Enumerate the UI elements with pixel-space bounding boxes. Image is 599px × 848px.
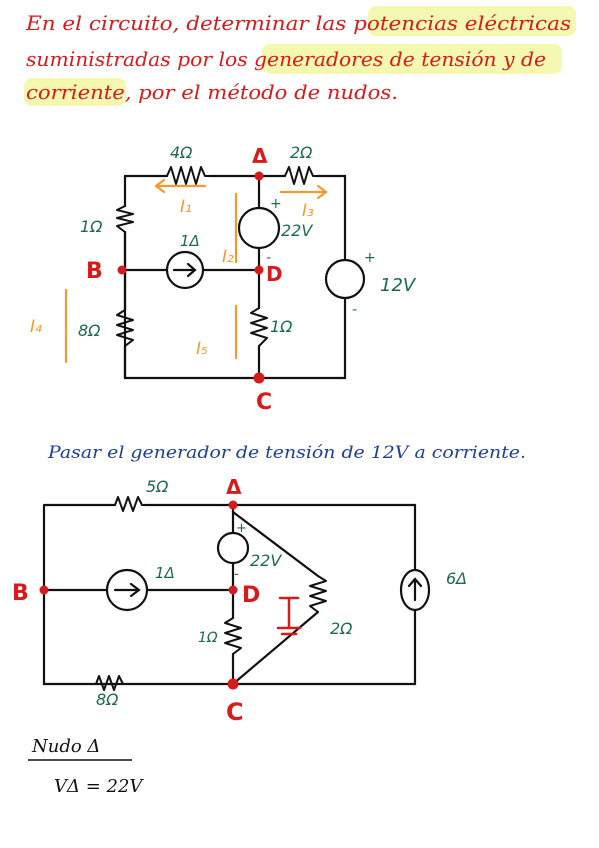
node-middle-label-2: D [242,583,260,608]
label-r-1ohm-left: 1Ω [80,217,103,236]
resistor-2ohm [284,166,317,185]
resistor-2ohm-2 [309,575,327,613]
problem-statement: En el circuito, determinar las potencias… [24,6,576,106]
voltage-source-22v [237,206,281,250]
solution-equation: VΔ = 22V [54,776,144,797]
label-current-source-6a: 6Δ [446,569,467,588]
node-bottom-dot [253,372,265,384]
highlight-3 [24,78,126,106]
label-v-22v-2: 22V [250,551,282,570]
solution-heading: Nudo Δ [31,736,100,757]
highlight-2 [262,44,562,74]
label-r-1ohm-2: 1Ω [198,630,218,646]
resistor-8ohm [116,309,134,347]
label-i4: I₄ [30,317,42,337]
statement-line-1: En el circuito, determinar las potencias… [25,11,571,35]
label-r-8ohm: 8Ω [78,321,101,340]
node-top-dot [254,171,264,181]
node-bottom-dot-2 [227,678,239,690]
label-r-1ohm-middle: 1Ω [270,317,293,336]
resistor-1ohm-left [116,205,134,233]
statement-line-2: suministradas por los generadores de ten… [26,47,546,71]
polarity-minus-22v-2: - [234,567,239,582]
resistor-1ohm-2 [224,617,242,655]
label-current-source: 1Δ [180,232,200,250]
label-r-4ohm: 4Ω [170,143,193,162]
polarity-plus-22v-2: + [236,521,247,536]
label-i5: I₅ [196,339,208,359]
voltage-source-22v-2 [216,531,250,565]
highlight-1 [368,6,576,36]
wire-outer [123,174,347,380]
label-r-2ohm-2: 2Ω [330,619,353,638]
label-current-source-2: 1Δ [155,564,175,582]
voltage-source-12v [324,258,366,300]
polarity-plus-12v: + [364,250,376,266]
current-source-6a-arrow-icon [407,577,423,602]
node-left-dot [117,265,127,275]
label-v-22v: 22V [281,221,313,240]
label-r-5ohm: 5Ω [146,477,169,496]
node-top-dot-2 [228,500,238,510]
wire-outer-2 [42,503,417,686]
node-middle-dot-2 [228,585,238,595]
label-i1: I₁ [180,197,192,217]
polarity-minus-22v: - [266,250,271,266]
current-source-arrow-icon-2 [113,582,141,598]
current-source-arrow-icon [172,262,197,278]
transform-note: Pasar el generador de tensión de 12V a c… [47,443,526,463]
resistor-8ohm-2 [95,675,126,691]
current-i3-arrow-icon [279,184,328,200]
node-top-label-2: Δ [226,475,242,499]
statement-line-3: corriente, por el método de nudos. [26,80,398,104]
circuit-1: Δ B D C 4Ω 2Ω 1Ω 8Ω 1Ω 1Δ 22V 12V + - + … [30,143,417,415]
label-r-8ohm-2: 8Ω [96,690,119,709]
node-bottom-label-2: C [226,698,244,726]
node-bottom-label: C [256,390,272,415]
solution: Nudo Δ VΔ = 22V [28,736,144,797]
resistor-5ohm [114,496,145,512]
polarity-plus-22v: + [270,196,282,212]
resistor-1ohm-middle [250,307,268,347]
label-v-12v: 12V [380,275,417,296]
resistor-4ohm [166,166,209,185]
label-r-2ohm: 2Ω [290,143,313,162]
polarity-minus-12v: - [352,302,357,318]
label-i2: I₂ [222,247,234,267]
node-left-label: B [86,259,103,284]
circuit-2: Δ B D C 5Ω 8Ω 1Ω 2Ω 1Δ 22V 6Δ + - [12,475,467,726]
node-left-dot-2 [39,585,49,595]
node-middle-label: D [266,262,283,286]
ground-icon [276,596,302,636]
node-middle-dot [254,265,264,275]
wire-diagonal-2 [231,510,320,686]
current-i1-arrow-icon [154,178,207,194]
node-left-label-2: B [12,581,29,606]
node-top-label: Δ [252,144,268,168]
label-i3: I₃ [302,201,314,221]
